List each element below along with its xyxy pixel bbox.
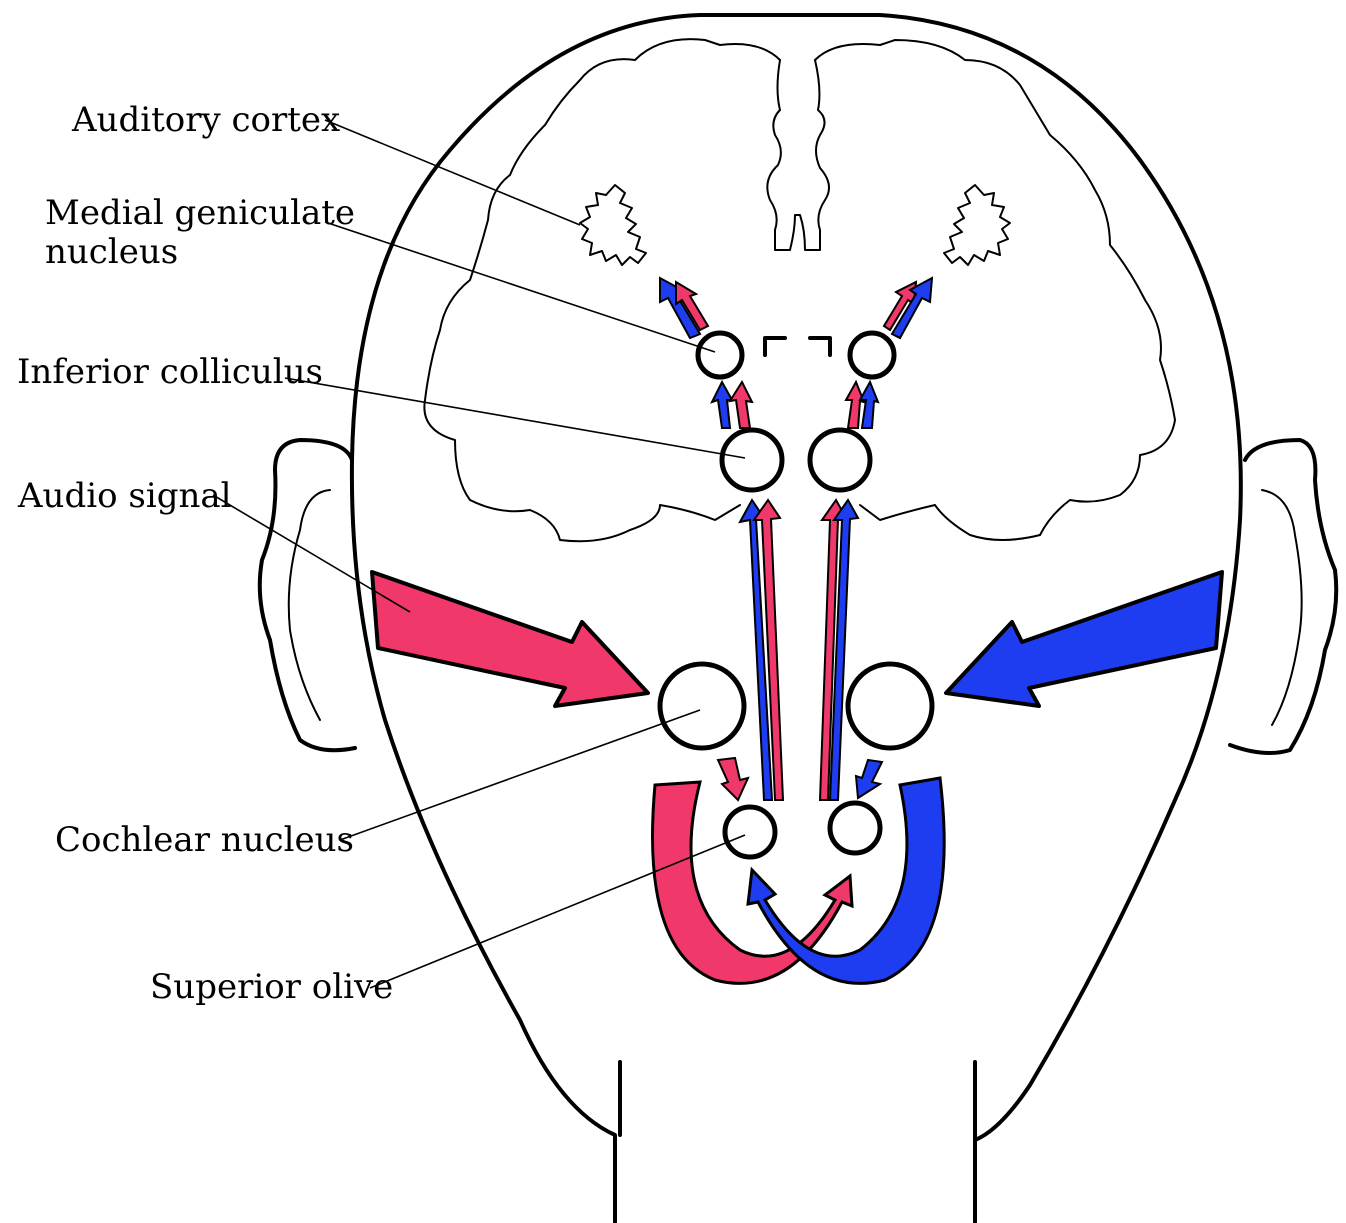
leader-cochlear-nucleus — [340, 710, 700, 840]
label-medial-geniculate-line2: nucleus — [45, 232, 178, 272]
auditory-cortex-right — [944, 185, 1010, 265]
right-ear — [1230, 440, 1336, 753]
cochlear-nucleus-right — [848, 664, 932, 748]
left-ear-inner — [289, 490, 330, 720]
brainstem-notch — [765, 338, 830, 355]
label-superior-olive: Superior olive — [150, 967, 393, 1007]
geniculate-to-cortex-arrows-right — [884, 278, 932, 338]
auditory-cortex-left — [580, 185, 646, 265]
leader-audio-signal — [213, 495, 410, 612]
cochlear-nucleus-left — [660, 664, 744, 748]
inferior-colliculus-left — [722, 430, 782, 490]
ascending-tract-right — [820, 500, 858, 800]
audio-signal-arrow-right — [946, 572, 1222, 706]
audio-signal-arrow-left — [372, 572, 648, 706]
label-inferior-colliculus: Inferior colliculus — [17, 352, 323, 392]
central-fissure — [767, 60, 829, 250]
cochlear-to-olive-arrow-right — [856, 760, 882, 798]
label-cochlear-nucleus: Cochlear nucleus — [55, 820, 354, 860]
geniculate-to-cortex-arrows-left — [660, 278, 708, 338]
leader-medial-geniculate — [325, 222, 715, 352]
leader-auditory-cortex — [325, 120, 580, 225]
inferior-colliculus-right — [810, 430, 870, 490]
superior-olive-right — [830, 803, 880, 853]
colliculus-to-geniculate-arrows-right — [846, 382, 878, 428]
left-ear — [260, 440, 355, 750]
colliculus-to-geniculate-arrows-left — [712, 382, 752, 428]
ascending-tract-left — [740, 500, 783, 800]
label-medial-geniculate-line1: Medial geniculate — [45, 193, 355, 233]
right-ear-inner — [1262, 490, 1302, 725]
label-auditory-cortex: Auditory cortex — [71, 100, 340, 140]
medial-geniculate-left — [698, 333, 742, 377]
cochlear-to-olive-arrow-left — [718, 758, 748, 800]
label-audio-signal: Audio signal — [17, 476, 232, 516]
superior-olive-left — [725, 807, 775, 857]
medial-geniculate-right — [850, 333, 894, 377]
